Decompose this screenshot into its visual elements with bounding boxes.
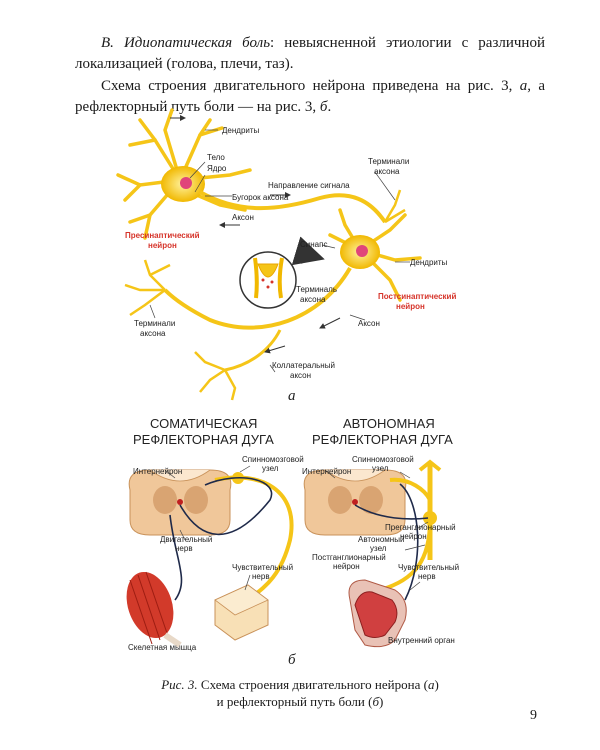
- presynaptic-nucleus: [180, 177, 192, 189]
- label-axon-terminal-2: аксона: [300, 295, 326, 304]
- somatic-title-2: РЕФЛЕКТОРНАЯ ДУГА: [133, 432, 274, 447]
- label-interneuron-r: Интернейрон: [302, 467, 351, 476]
- label-terminals-left-1: Терминали: [134, 319, 175, 328]
- label-signal-direction: Направление сигнала: [268, 181, 350, 190]
- caption-line-1: Рис. 3. Схема строения двигательного ней…: [120, 676, 480, 693]
- skeletal-muscle: [126, 571, 182, 648]
- label-spinal-ganglion-l-1: Спинномозговой: [242, 455, 304, 464]
- label-collateral-1: Коллатеральный: [272, 361, 335, 370]
- ref-a: а: [519, 78, 528, 94]
- collateral-terminals: [194, 351, 237, 401]
- autonomic-post-path: [379, 519, 432, 592]
- axon-terminals-left: [124, 259, 171, 317]
- signal-arrows: [170, 115, 341, 354]
- collateral-axon: [224, 329, 282, 372]
- label-autonomic-ganglion-1: Автономный: [358, 535, 404, 544]
- autonomic-spinal-cord: [303, 469, 407, 536]
- paragraph-text: , а рефлекторный путь боли — на рис. 3,: [75, 78, 545, 115]
- sublabel-b: б: [288, 652, 296, 668]
- paragraph-text: .: [327, 99, 332, 115]
- autonomic-sensory-dark: [399, 483, 419, 601]
- caption-text: и рефлекторный путь боли (: [216, 694, 373, 709]
- label-sensory-nerve-l-1: Чувствительный: [232, 563, 293, 572]
- label-interneuron-l: Интернейрон: [133, 467, 182, 476]
- figure-b-reflex-arcs: СОМАТИЧЕСКАЯ РЕФЛЕКТОРНАЯ ДУГА АВТОНОМНА…: [126, 416, 459, 668]
- label-internal-organ: Внутренний орган: [388, 636, 455, 645]
- paragraph-figure-reference: Схема строения двигательного нейрона при…: [75, 76, 545, 118]
- caption-text: ): [379, 694, 384, 709]
- label-terminals-left-2: аксона: [140, 329, 166, 338]
- label-sensory-nerve-r-2: нерв: [418, 572, 436, 581]
- label-axon-bottom: Аксон: [358, 319, 380, 328]
- label-postsynaptic-1: Постсинаптический: [378, 292, 456, 301]
- label-sensory-nerve-l-2: нерв: [252, 572, 270, 581]
- label-axon-terminal-1: Терминаль: [296, 285, 337, 294]
- paragraph-text: : невыясненной этиологии с различной лок…: [75, 35, 545, 72]
- label-dendrites-top: Дендриты: [222, 126, 260, 135]
- label-body: Тело: [207, 153, 225, 162]
- somatic-interneuron-path: [179, 477, 273, 536]
- label-spinal-ganglion-r-1: Спинномозговой: [352, 455, 414, 464]
- figure-a-neuron-diagram: Дендриты Тело Ядро Бугорок аксона Направ…: [116, 108, 456, 404]
- internal-organ: [348, 579, 407, 648]
- somatic-title-1: СОМАТИЧЕСКАЯ: [150, 416, 257, 431]
- preganglionic-path: [354, 504, 429, 520]
- caption-text: Схема строения двигательного нейрона (: [197, 677, 428, 692]
- paragraph-text: Схема строения двигательного нейрона при…: [101, 78, 520, 94]
- caption-a: а: [427, 677, 435, 692]
- postsynaptic-axon: [163, 266, 352, 330]
- label-sensory-nerve-r-1: Чувствительный: [398, 563, 459, 572]
- label-postganglionic-1: Постганглионарный: [312, 553, 386, 562]
- autonomic-sensory-path: [389, 477, 432, 502]
- page-number: 9: [530, 708, 537, 723]
- synapse-zoom: [239, 251, 297, 309]
- label-spinal-ganglion-r-2: узел: [372, 464, 389, 473]
- label-nucleus: Ядро: [207, 164, 227, 173]
- paragraph-idiopathic-pain: В. Идиопатическая боль: невыясненной эти…: [75, 33, 545, 75]
- figure-caption: Рис. 3. Схема строения двигательного ней…: [120, 676, 480, 710]
- label-presynaptic-2: нейрон: [148, 241, 177, 250]
- label-skeletal-muscle: Скелетная мышца: [128, 643, 197, 652]
- label-postsynaptic-2: нейрон: [396, 302, 425, 311]
- presynaptic-axon: [199, 190, 387, 224]
- caption-b: б: [372, 694, 380, 709]
- autonomic-ganglion: [423, 511, 437, 525]
- label-axon-top: Аксон: [232, 213, 254, 222]
- label-motor-nerve-1: Двигательный: [160, 535, 212, 544]
- sublabel-a: а: [288, 388, 296, 404]
- axon-terminals-top: [369, 189, 406, 224]
- skin-block: [214, 584, 269, 641]
- label-postganglionic-2: нейрон: [333, 562, 360, 571]
- label-dendrites-right: Дендриты: [410, 258, 448, 267]
- label-presynaptic-1: Пресинаптический: [125, 231, 200, 240]
- leader-lines: [149, 129, 410, 373]
- caption-line-2: и рефлекторный путь боли (б): [120, 693, 480, 710]
- label-preganglionic-2: нейрон: [400, 532, 427, 541]
- label-terminals-top-1: Терминали: [368, 157, 409, 166]
- label-motor-nerve-2: нерв: [175, 544, 193, 553]
- leader-lines-b: [164, 465, 429, 591]
- caption-fig-number: Рис. 3.: [161, 677, 198, 692]
- label-autonomic-ganglion-2: узел: [370, 544, 387, 553]
- label-axon-hillock: Бугорок аксона: [232, 193, 289, 202]
- autonomic-title-2: РЕФЛЕКТОРНАЯ ДУГА: [312, 432, 453, 447]
- term-italic: В. Идиопатическая боль: [101, 35, 271, 51]
- postsynaptic-nucleus: [356, 245, 368, 257]
- label-synapse: Синапс: [300, 240, 327, 249]
- label-collateral-2: аксон: [290, 371, 311, 380]
- somatic-motor-path: [169, 514, 183, 601]
- autonomic-title-1: АВТОНОМНАЯ: [343, 416, 435, 431]
- ref-b: б: [319, 99, 328, 115]
- somatic-spinal-cord: [128, 469, 232, 536]
- caption-text: ): [434, 677, 439, 692]
- label-spinal-ganglion-l-2: узел: [262, 464, 279, 473]
- label-preganglionic-1: Преганглионарный: [385, 523, 456, 532]
- label-terminals-top-2: аксона: [374, 167, 400, 176]
